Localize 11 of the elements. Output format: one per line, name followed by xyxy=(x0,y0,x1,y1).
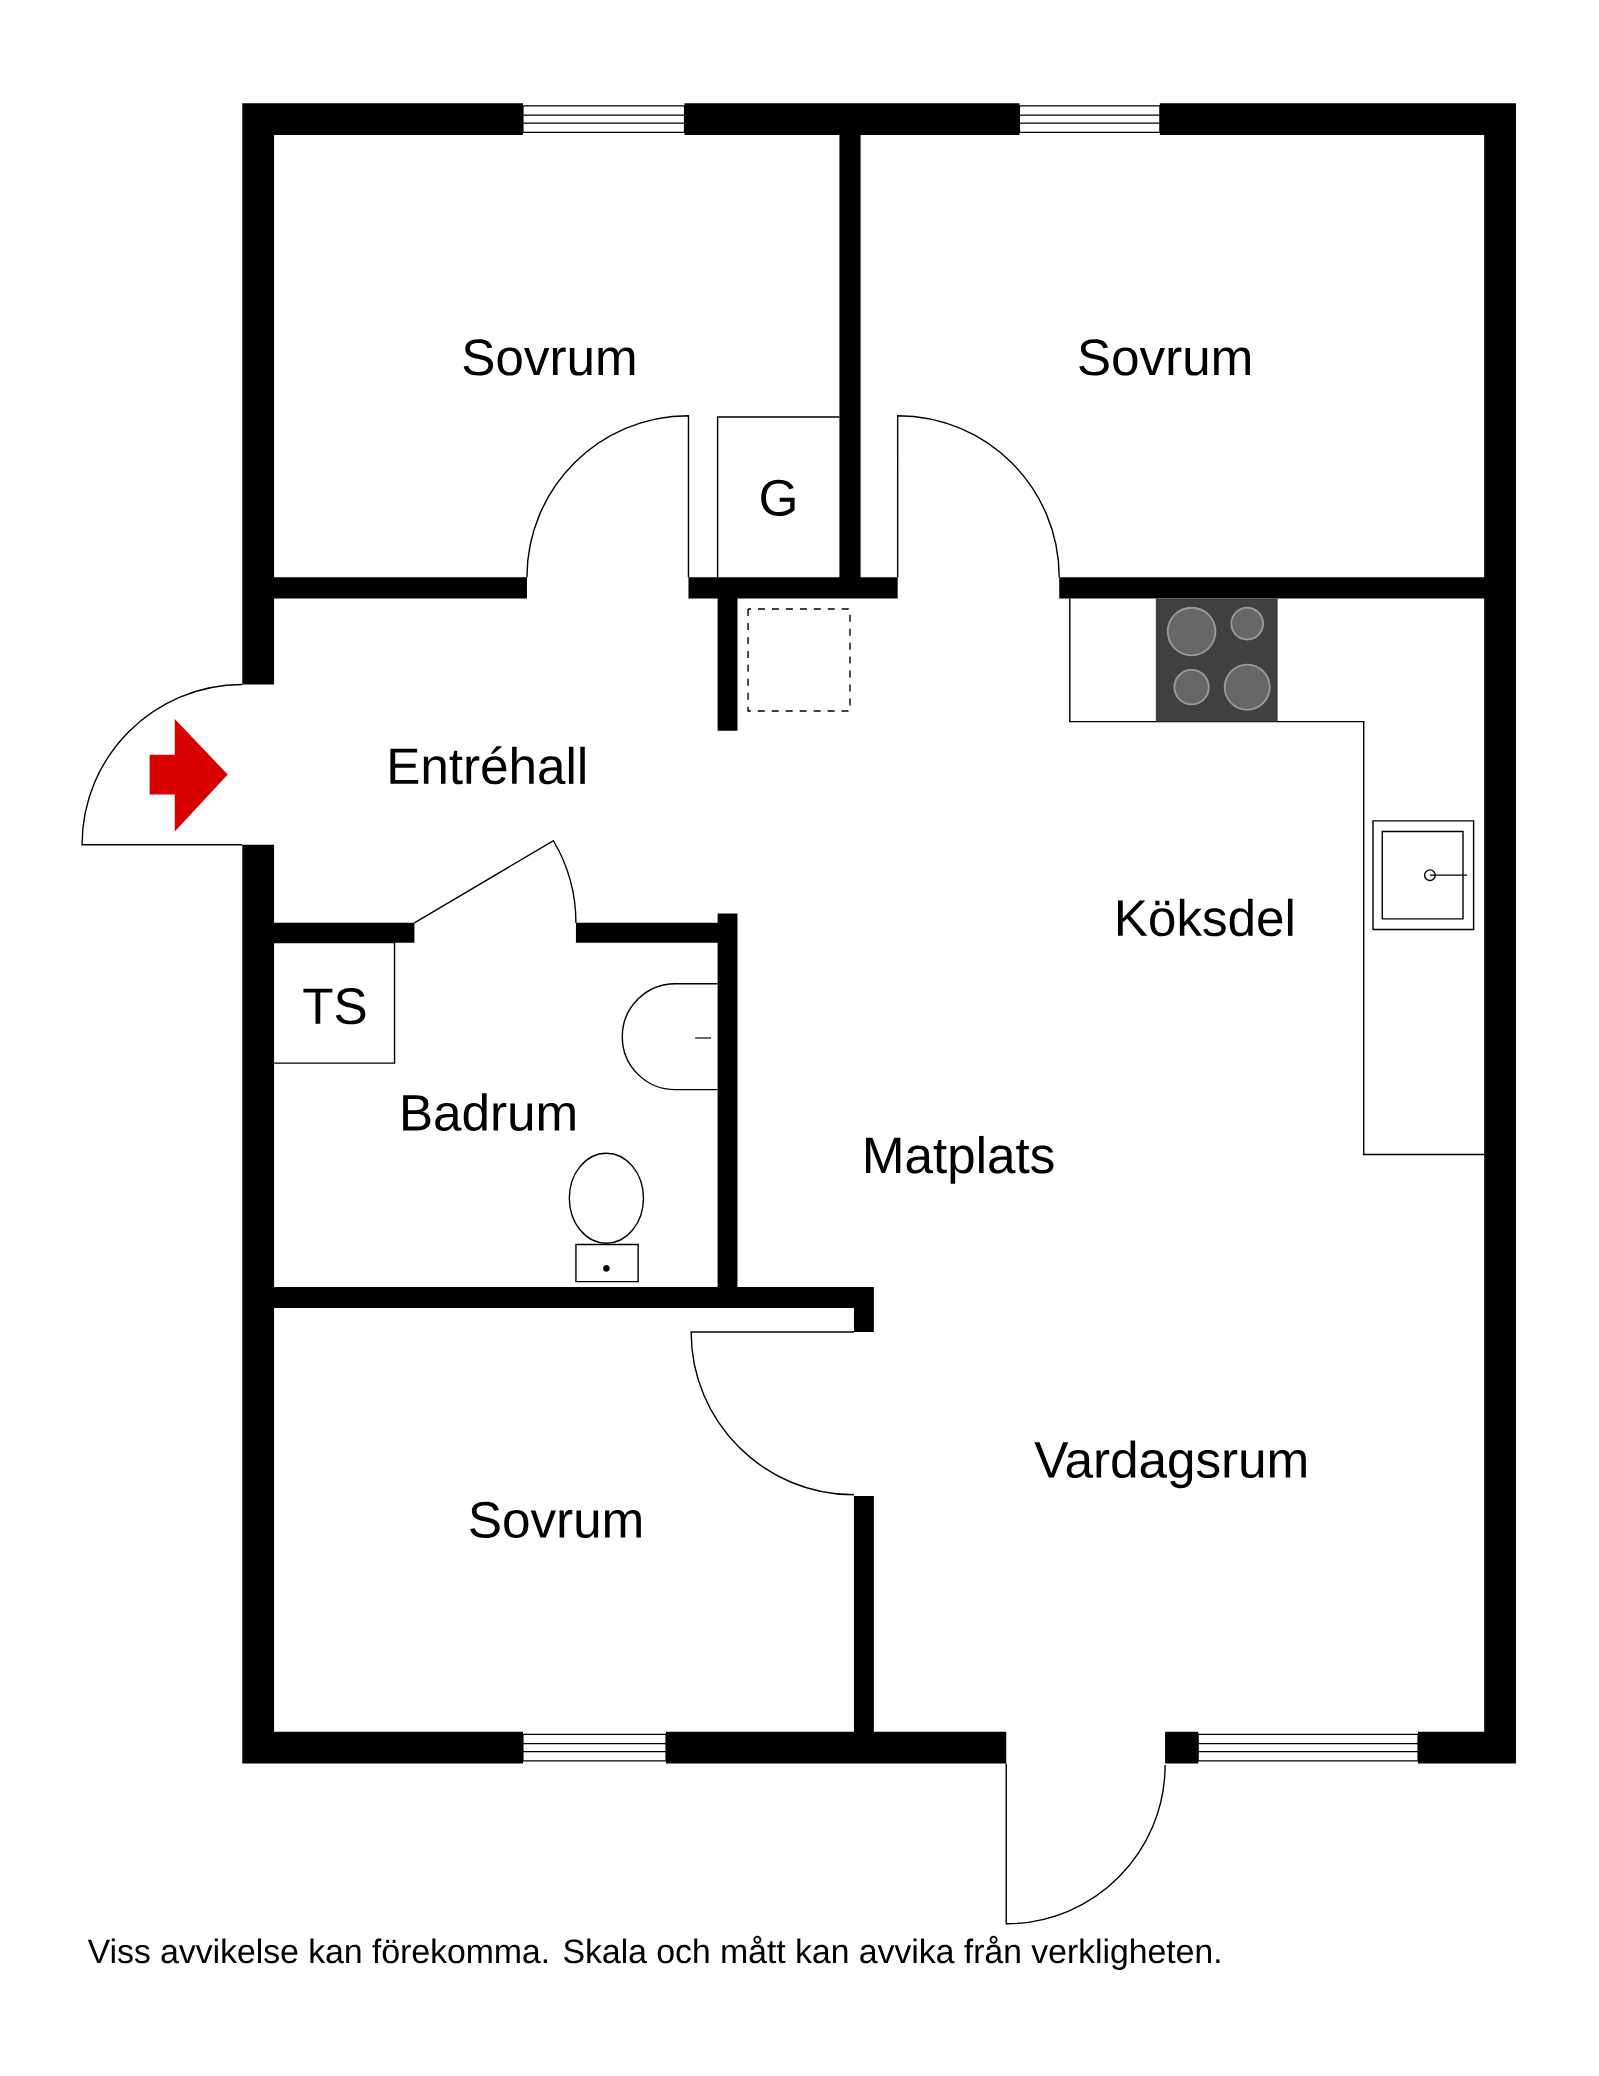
room-label: Badrum xyxy=(402,1093,575,1131)
room-label: Vardagsrum xyxy=(1034,1440,1306,1489)
room-label: Sovrum xyxy=(1079,339,1250,376)
room-label: Sovrum xyxy=(470,1501,641,1539)
room-label: Sovrum xyxy=(463,339,635,376)
room-label: Köksdel xyxy=(1117,898,1293,937)
room-label: Matplats xyxy=(865,1135,1054,1184)
closet-box: G xyxy=(716,416,840,578)
cabinet-box: TS xyxy=(273,941,396,1064)
disclaimer-note: Viss avvikelse kan förekomma. Skala och mått kan avvika från verkligheten. xyxy=(87,1935,1220,1970)
room-label: Entréhall xyxy=(390,746,585,785)
